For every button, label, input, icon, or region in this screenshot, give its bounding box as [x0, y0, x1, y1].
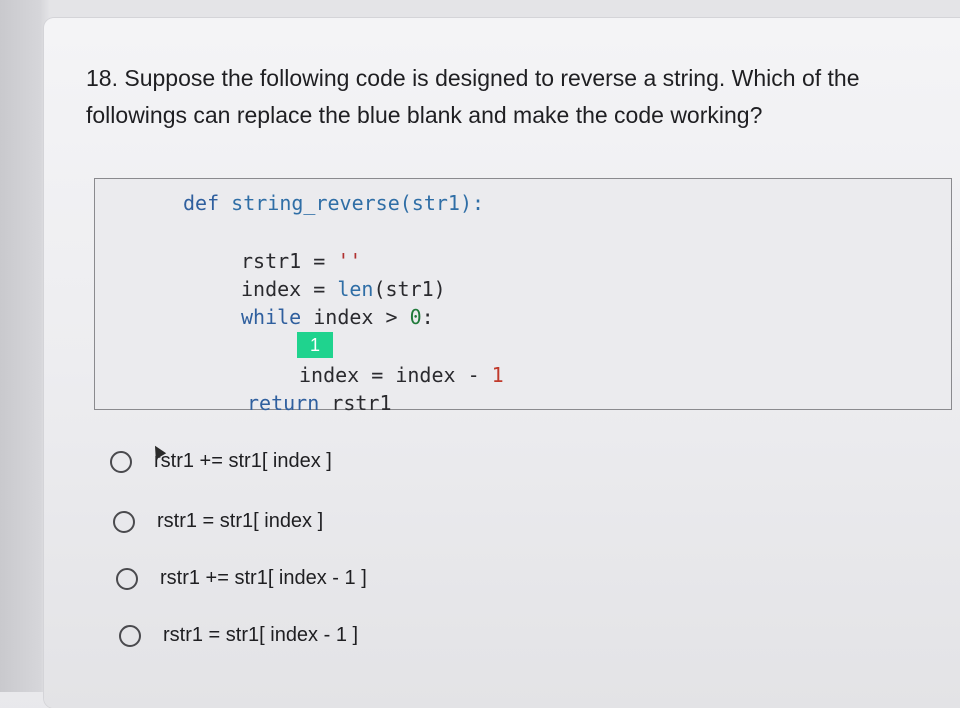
code-line-def: def string_reverse(str1): — [183, 191, 484, 215]
option-1[interactable]: rstr1 += str1[ index ] — [110, 450, 332, 473]
radio-button[interactable] — [116, 567, 138, 590]
assign-op: = — [301, 249, 338, 273]
return-keyword: return — [247, 391, 320, 415]
code-block: def string_reverse(str1): rstr1 = '' ind… — [94, 178, 952, 415]
option-label: rstr1 += str1[ index - 1 ] — [160, 567, 367, 589]
return-value: rstr1 — [319, 391, 392, 415]
while-keyword: while — [241, 305, 302, 329]
option-3[interactable]: rstr1 += str1[ index - 1 ] — [116, 567, 367, 590]
radio-button[interactable] — [119, 624, 141, 647]
def-keyword: def — [183, 191, 220, 215]
len-function: len — [337, 277, 374, 301]
question-text: 18. Suppose the following code is design… — [86, 60, 926, 134]
decrement-op: = index - — [359, 363, 492, 387]
code-line-decrement: index = index - 1 — [299, 363, 504, 387]
index-var: index — [241, 277, 302, 301]
colon: : — [421, 305, 434, 329]
question-line-2: followings can replace the blue blank an… — [86, 102, 763, 128]
code-line-rstr1: rstr1 = '' — [241, 249, 361, 273]
function-signature: string_reverse(str1): — [231, 191, 485, 215]
one-literal: 1 — [491, 363, 504, 387]
radio-button[interactable] — [110, 450, 132, 473]
empty-string: '' — [337, 249, 362, 273]
question-line-1: 18. Suppose the following code is design… — [86, 65, 860, 91]
option-4[interactable]: rstr1 = str1[ index - 1 ] — [119, 624, 358, 647]
option-label: rstr1 += str1[ index ] — [154, 450, 332, 472]
option-2[interactable]: rstr1 = str1[ index ] — [113, 510, 323, 533]
radio-button[interactable] — [113, 510, 135, 533]
option-label: rstr1 = str1[ index - 1 ] — [163, 624, 359, 646]
code-line-index: index = len(str1) — [241, 277, 446, 301]
blank-highlight: 1 — [297, 332, 333, 358]
rstr1-var: rstr1 — [241, 249, 302, 273]
option-label: rstr1 = str1[ index ] — [157, 510, 324, 532]
len-arg: (str1) — [373, 277, 446, 301]
zero-literal: 0 — [409, 305, 422, 329]
code-line-return: return rstr1 — [247, 391, 392, 415]
index-var: index — [299, 363, 360, 387]
code-line-while: while index > 0: — [241, 305, 434, 329]
while-condition: index > — [301, 305, 410, 329]
assign-op: = — [301, 277, 338, 301]
